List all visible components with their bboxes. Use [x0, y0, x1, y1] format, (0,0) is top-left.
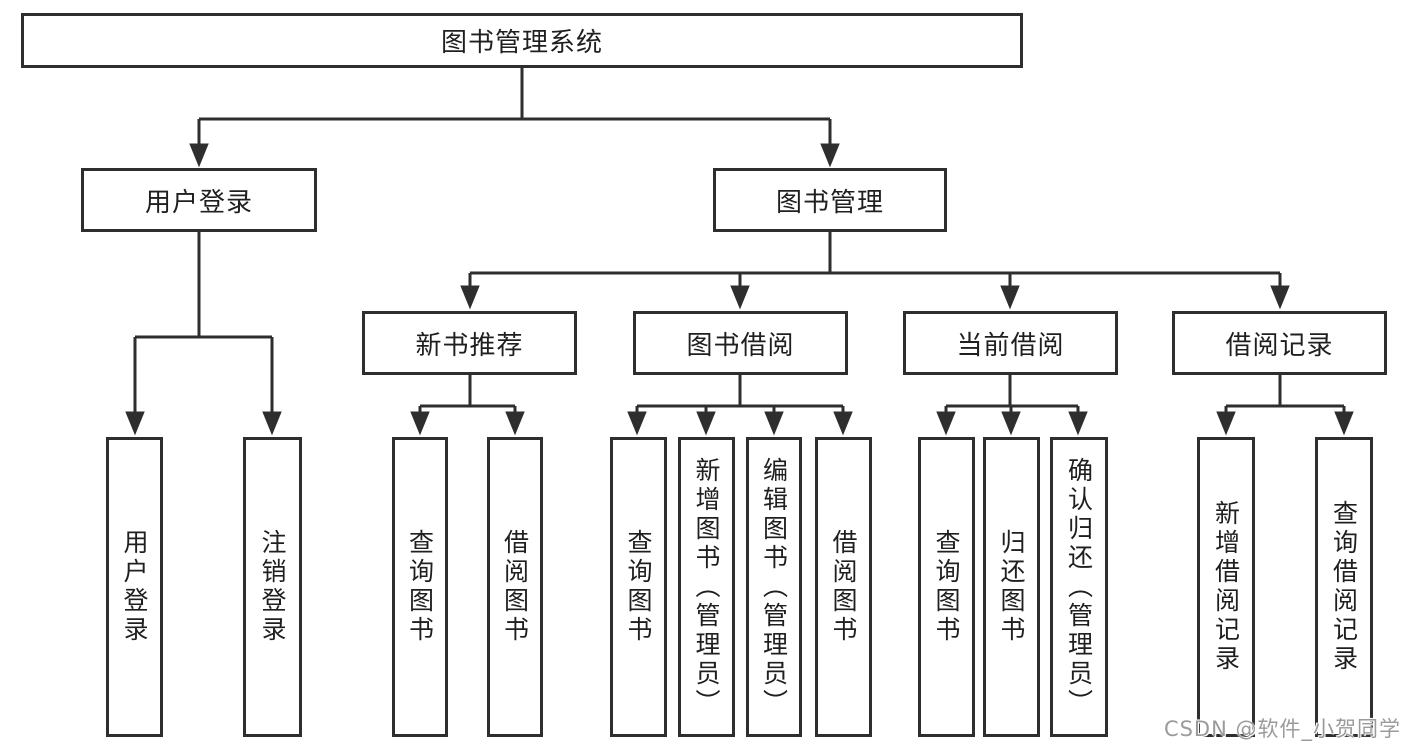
- node-library-system-root: 图书管理系统: [21, 13, 1023, 68]
- node-book-borrowing: 图书借阅: [633, 311, 848, 375]
- leaf-add-borrow-record: 新增借阅记录: [1197, 437, 1255, 737]
- leaf-logout: 注销登录: [243, 437, 302, 737]
- leaf-confirm-return-admin: 确认归还（管理员）: [1050, 437, 1108, 737]
- leaf-edit-book-admin: 编辑图书（管理员）: [746, 437, 802, 737]
- leaf-query-books-recommend: 查询图书: [392, 437, 448, 737]
- leaf-query-borrow-record: 查询借阅记录: [1315, 437, 1373, 737]
- arrowheads: [125, 143, 1354, 436]
- leaf-borrow-books-recommend: 借阅图书: [487, 437, 543, 737]
- leaf-query-books-current: 查询图书: [918, 437, 975, 737]
- node-user-login: 用户登录: [81, 168, 317, 232]
- node-current-borrowing: 当前借阅: [903, 311, 1118, 375]
- leaf-query-books-borrowing: 查询图书: [610, 437, 667, 737]
- leaf-add-book-admin: 新增图书（管理员）: [678, 437, 735, 737]
- node-borrowing-records: 借阅记录: [1172, 311, 1387, 375]
- node-new-book-recommend: 新书推荐: [362, 311, 577, 375]
- csdn-watermark: CSDN @软件_小贺同学: [1163, 717, 1401, 741]
- leaf-return-books: 归还图书: [983, 437, 1040, 737]
- leaf-user-login: 用户登录: [106, 437, 163, 737]
- leaf-borrow-books-borrowing: 借阅图书: [815, 437, 872, 737]
- node-book-management: 图书管理: [713, 168, 947, 232]
